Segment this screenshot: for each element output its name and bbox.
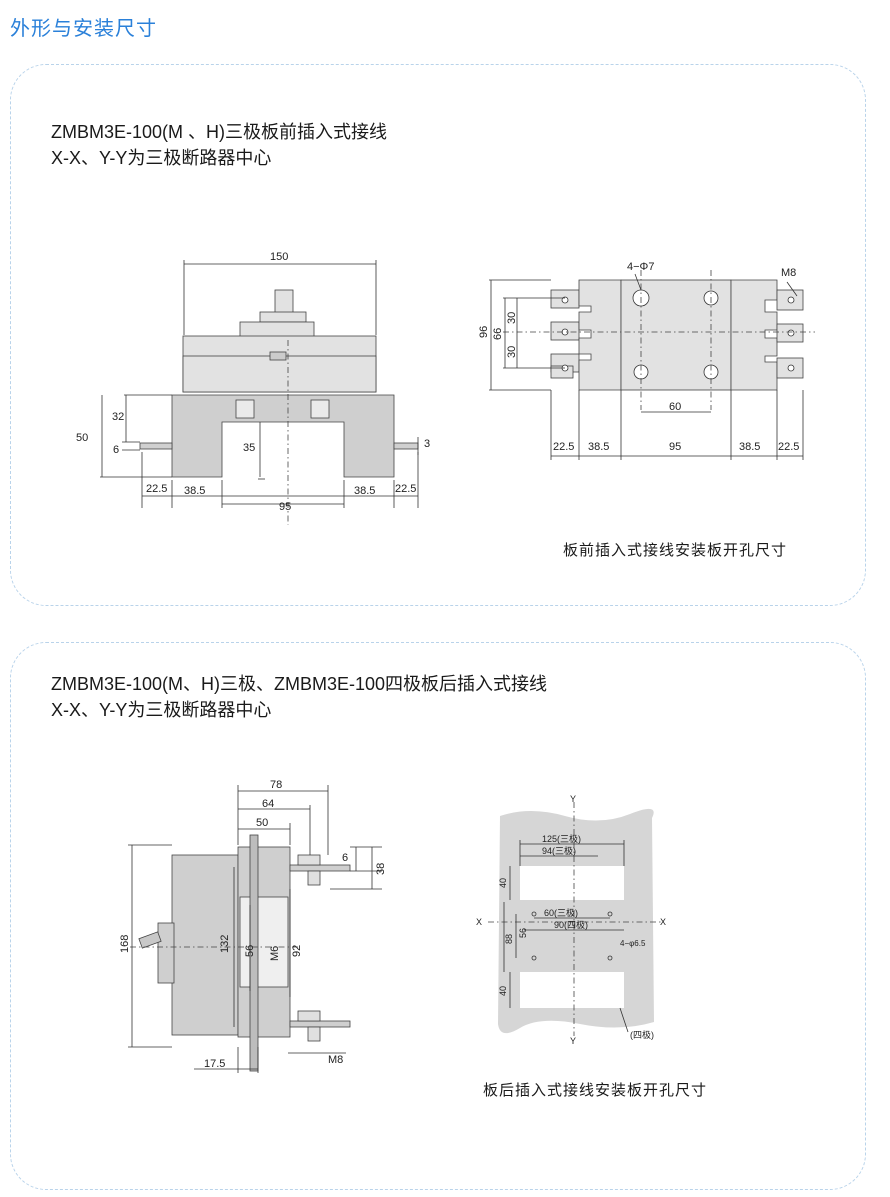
rear-cutout-layout: Y Y X X 125(三极) 94(三极) 40 88 56 60(三极) 9…: [476, 794, 666, 1046]
handle: [138, 931, 162, 949]
breaker-base: [171, 394, 395, 478]
cutout-top: [520, 866, 624, 900]
holes-label: 4−Φ7: [627, 261, 654, 273]
dim-96: 96: [478, 326, 490, 338]
dim-32: 32: [112, 411, 124, 423]
dim-m8: M8: [328, 1054, 343, 1066]
dim-38: 38: [375, 863, 387, 875]
section1-subtitle: X-X、Y-Y为三极断路器中心: [51, 148, 272, 168]
terminal-left: [235, 399, 255, 419]
dim-30-top: 30: [506, 312, 518, 324]
section-rear-wiring: ZMBM3E-100(M、H)三极、ZMBM3E-100四极板后插入式接线 X-…: [10, 642, 866, 1190]
dim-17-5: 17.5: [204, 1058, 225, 1070]
dim-78: 78: [270, 779, 282, 791]
section1-caption: 板前插入式接线安装板开孔尺寸: [563, 542, 788, 559]
handle-base: [259, 311, 307, 323]
dim-22-5-left: 22.5: [146, 483, 167, 495]
axis-x-right: X: [660, 917, 666, 927]
breaker-body: [171, 854, 239, 1036]
dim-125: 125(三极): [542, 833, 581, 844]
dim-38-5-right: 38.5: [354, 485, 375, 497]
dim-56: 56: [518, 928, 528, 938]
four-pole-label: (四极): [630, 1029, 654, 1040]
dim-35: 35: [243, 442, 255, 454]
dim-150: 150: [270, 251, 288, 263]
dim-40-bottom: 40: [498, 986, 508, 996]
bottom-dim-1: 22.5: [553, 441, 574, 453]
bottom-dim-5: 22.5: [778, 441, 799, 453]
dim-60: 60(三极): [544, 907, 578, 918]
dim-38-5-left: 38.5: [184, 485, 205, 497]
bottom-dim-3: 95: [669, 441, 681, 453]
dim-22-5-right: 22.5: [395, 483, 416, 495]
dim-64: 64: [262, 798, 274, 810]
lug-left: [139, 442, 173, 450]
section-front-wiring: ZMBM3E-100(M 、H)三极板前插入式接线 X-X、Y-Y为三极断路器中…: [10, 64, 866, 606]
terminal-right: [310, 399, 330, 419]
axis-y-bottom: Y: [570, 1036, 576, 1046]
bottom-dim-2: 38.5: [588, 441, 609, 453]
dim-6: 6: [342, 852, 348, 864]
thread-label: M8: [781, 267, 796, 279]
dim-60: 60: [669, 401, 681, 413]
dim-132: 132: [219, 935, 231, 953]
axis-x-left: X: [476, 917, 482, 927]
handle: [274, 289, 294, 315]
dim-66: 66: [492, 328, 504, 340]
breaker-upper-body: [182, 355, 377, 393]
dim-90: 90(四极): [554, 919, 588, 930]
dim-50: 50: [256, 817, 268, 829]
dim-50: 50: [76, 432, 88, 444]
indicator: [269, 351, 287, 361]
rear-side-view: 78 64 50 6 38 168 132 56 M6 92 17.5 M8: [119, 779, 387, 1073]
holes-label: 4−φ6.5: [620, 939, 646, 948]
dim-92: 92: [291, 945, 303, 957]
axis-y-top: Y: [570, 794, 576, 804]
dim-168: 168: [119, 935, 131, 953]
front-view-drawing: 150 32 50 6 35 3 22.5 38.5 95 38.5 22.5: [76, 251, 430, 525]
dim-40-top: 40: [498, 878, 508, 888]
dim-95: 95: [279, 501, 291, 513]
front-hole-layout: 4−Φ7 M8 96 66 30 30 60 22.5 38.5 95 38.5…: [478, 261, 815, 460]
section2-title: ZMBM3E-100(M、H)三极、ZMBM3E-100四极板后插入式接线: [51, 674, 548, 694]
dim-88: 88: [504, 934, 514, 944]
section1-title: ZMBM3E-100(M 、H)三极板前插入式接线: [51, 122, 388, 142]
dim-m6: M6: [269, 946, 281, 961]
section2-subtitle: X-X、Y-Y为三极断路器中心: [51, 700, 272, 720]
dim-56: 56: [244, 945, 256, 957]
dim-94: 94(三极): [542, 845, 576, 856]
page-title: 外形与安装尺寸: [10, 18, 157, 40]
bottom-dim-4: 38.5: [739, 441, 760, 453]
section2-caption: 板后插入式接线安装板开孔尺寸: [483, 1082, 708, 1099]
lug-right: [393, 442, 419, 450]
cutout-bottom: [520, 972, 624, 1008]
dim-30-bottom: 30: [506, 346, 518, 358]
dim-3: 3: [424, 438, 430, 450]
dim-6: 6: [113, 444, 119, 456]
